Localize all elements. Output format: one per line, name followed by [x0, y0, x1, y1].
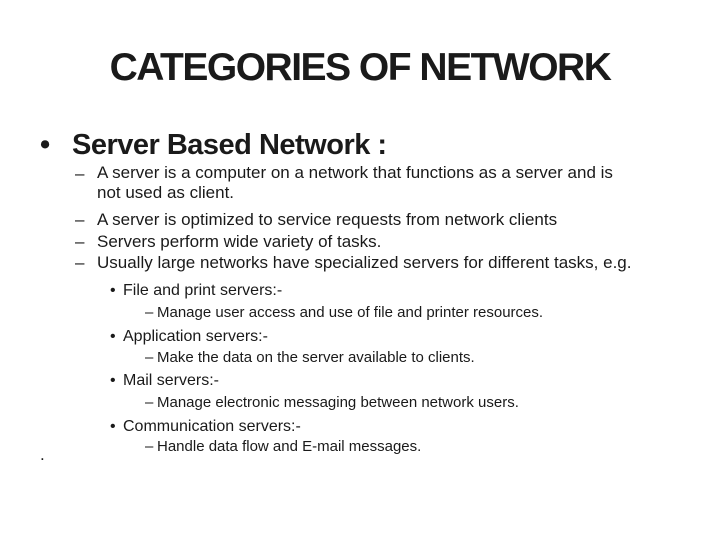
- dash-icon: –: [75, 253, 85, 272]
- list-item: – Usually large networks have specialize…: [75, 252, 632, 274]
- list-item-text: Manage electronic messaging between netw…: [157, 394, 519, 411]
- list-item-text: Usually large networks have specialized …: [97, 253, 632, 272]
- list-item-text: A server is optimized to service request…: [97, 210, 558, 229]
- bullet-icon: •: [40, 129, 50, 161]
- bullet-icon: •: [110, 372, 116, 389]
- list-item-text: Manage user access and use of file and p…: [157, 304, 544, 321]
- list-item-text: Make the data on the server available to…: [157, 349, 475, 366]
- bullet-icon: •: [110, 282, 116, 299]
- list-item-line: A server is a computer on a network that…: [97, 163, 613, 182]
- list-item: – Manage user access and use of file and…: [145, 302, 543, 324]
- slide-title: CATEGORIES OF NETWORK: [109, 46, 612, 89]
- heading-item: • Server Based Network :: [40, 128, 387, 162]
- dash-icon: –: [145, 438, 154, 455]
- dash-icon: –: [75, 232, 85, 251]
- list-item: • File and print servers:-: [110, 280, 282, 302]
- list-item: – A server is optimized to service reque…: [75, 209, 557, 231]
- list-item-text: Mail servers:-: [123, 372, 220, 389]
- list-item-text: Handle data flow and E-mail messages.: [157, 438, 422, 455]
- list-item-text: Servers perform wide variety of tasks.: [97, 232, 382, 251]
- list-item: – Manage electronic messaging between ne…: [145, 392, 519, 414]
- dash-icon: –: [75, 164, 85, 183]
- list-item-text: A server is a computer on a network that…: [97, 163, 613, 202]
- list-item: – A server is a computer on a network th…: [75, 163, 613, 202]
- dash-icon: –: [145, 349, 154, 366]
- list-item-text: Communication servers:-: [123, 418, 301, 435]
- list-item: • Communication servers:-: [110, 416, 301, 438]
- list-item: – Servers perform wide variety of tasks.: [75, 231, 381, 253]
- dash-icon: –: [75, 210, 85, 229]
- bullet-icon: •: [110, 328, 116, 345]
- list-item: – Handle data flow and E-mail messages.: [145, 436, 421, 458]
- dash-icon: –: [145, 394, 154, 411]
- dash-icon: –: [145, 304, 154, 321]
- list-item-line: not used as client.: [97, 182, 235, 202]
- list-item: • Mail servers:-: [110, 370, 219, 392]
- heading-text: Server Based Network :: [72, 129, 387, 161]
- list-item: • Application servers:-: [110, 326, 268, 348]
- list-item-text: File and print servers:-: [123, 282, 283, 299]
- list-item-text: Application servers:-: [123, 328, 268, 345]
- bullet-icon: •: [110, 418, 116, 435]
- list-item: – Make the data on the server available …: [145, 347, 475, 369]
- stray-period: .: [40, 445, 45, 464]
